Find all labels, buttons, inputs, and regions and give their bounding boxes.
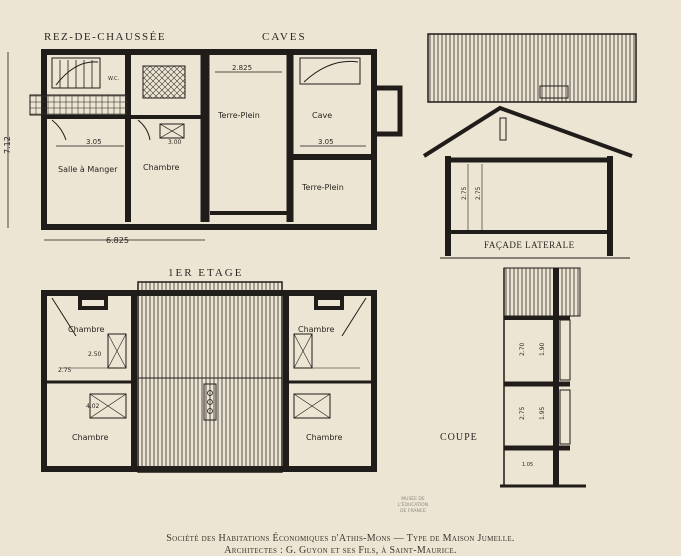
side-facade [422, 33, 637, 259]
dim-section-h6: 1.05 [522, 462, 533, 468]
dim-e2: 2.75 [58, 367, 72, 374]
room-chambre-ff-4: Chambre [306, 433, 343, 442]
ground-floor-plan [7, 49, 403, 241]
dim-section-h1: 2.70 [519, 342, 526, 356]
stamp-line-2: DE FRANCE [400, 509, 426, 514]
room-terre-plein-2: Terre-Plein [301, 183, 344, 192]
dim-e1: 2.50 [88, 351, 102, 358]
room-dining: Salle à Manger [58, 165, 118, 174]
dim-cave-width: 2.825 [232, 64, 252, 72]
dim-facade-h5: 2.75 [475, 186, 482, 200]
caption-line-1: Société des Habitations Économiques d'At… [166, 533, 515, 544]
section-drawing [500, 267, 586, 488]
ground-floor-title: REZ-DE-CHAUSSÉE [44, 31, 166, 43]
dim-chambre-depth: 3.00 [168, 139, 182, 146]
dim-facade-h3: 2.75 [461, 186, 468, 200]
dim-section-h4: 2.75 [519, 406, 526, 420]
first-floor-plan [41, 281, 377, 473]
room-chambre-ff-2: Chambre [72, 433, 109, 442]
room-chambre-ground: Chambre [143, 163, 180, 172]
dim-e3: 4.02 [86, 403, 100, 410]
section-title: COUPE [440, 432, 478, 443]
room-terre-plein-1: Terre-Plein [217, 111, 260, 120]
stamp-line-1: MUSÉE DE L'ÉDUCATION [397, 497, 429, 508]
dim-section-h5: 1.95 [539, 406, 546, 420]
dim-total-depth: 7.12 [3, 136, 12, 154]
cellars-title: CAVES [262, 31, 307, 43]
dim-cave-depth: 3.05 [318, 138, 334, 146]
dim-section-h2: 1.90 [539, 342, 546, 356]
dim-dining-width: 3.05 [86, 138, 102, 146]
first-floor-title: 1ER ETAGE [168, 267, 243, 279]
side-facade-title: FAÇADE LATERALE [484, 240, 575, 250]
museum-stamp: MUSÉE DE L'ÉDUCATION DE FRANCE [393, 497, 433, 527]
room-chambre-ff-3: Chambre [298, 325, 335, 334]
room-cave: Cave [312, 111, 332, 120]
dim-total-width: 6.825 [106, 236, 129, 245]
room-chambre-ff-1: Chambre [68, 325, 105, 334]
caption-line-2: Architectes : G. Guyon et ses Fils, à Sa… [224, 545, 457, 556]
room-wc: W.C. [108, 76, 119, 82]
